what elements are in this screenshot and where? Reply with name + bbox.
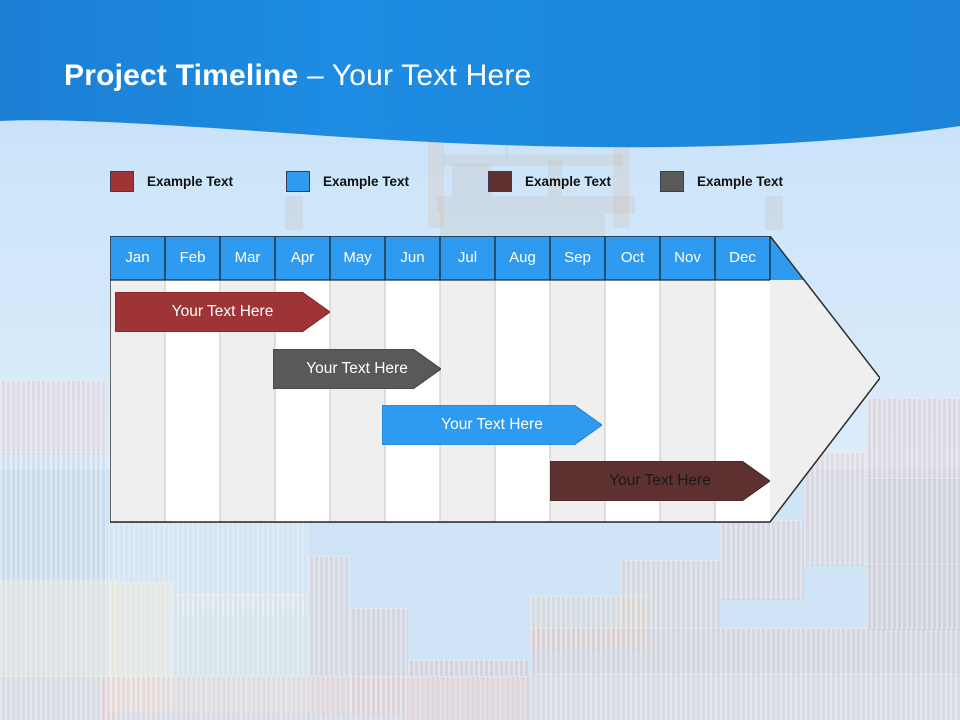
container-stack-19 [530,628,960,676]
container-stack-4 [0,676,118,720]
task-bar-2-shape [273,349,441,389]
legend-swatch-maroon [488,170,512,192]
page-title: Project Timeline – Your Text Here [64,59,531,93]
crane-lower-hull [440,214,605,236]
legend-swatch-blue [286,170,310,192]
legend-label-1: Example Text [147,173,234,189]
legend-item-2[interactable]: Example Text [286,168,409,194]
container-stack-21 [866,564,960,630]
legend-label-4: Example Text [697,173,784,189]
banner-shape [0,0,960,148]
legend-swatch-brick-red [110,170,134,192]
crane-foot-right [765,196,783,230]
legend-item-3[interactable]: Example Text [488,168,611,194]
task-bar-1-shape [115,292,330,332]
legend-swatch-gray [660,170,684,192]
header-banner: Project Timeline – Your Text Here [0,0,960,152]
task-bar-1[interactable]: Your Text Here [115,292,330,332]
container-stack-12 [100,676,530,720]
task-bar-2[interactable]: Your Text Here [273,349,441,389]
page-title-rest: – Your Text Here [298,59,532,92]
crane-box [452,164,492,196]
crane-platform [443,154,623,166]
legend-item-1[interactable]: Example Text [110,168,233,194]
crane-mast-left [428,124,444,228]
legend-item-4[interactable]: Example Text [660,168,783,194]
container-stack-15 [804,452,866,566]
legend: Example Text Example Text Example Text E… [0,168,960,196]
container-stack-14 [866,478,960,566]
container-stack-1 [0,380,106,454]
crane-beam [437,196,635,214]
container-stack-2 [0,452,106,582]
crane-foot-left [285,196,303,230]
timeline-chart: Jan Feb Mar Apr May Jun Jul Aug Sep Oct … [110,236,880,524]
legend-label-2: Example Text [323,173,410,189]
task-bar-4-shape [550,461,770,501]
crane-cabin [548,160,562,196]
crane-mast-right [613,124,629,228]
legend-label-3: Example Text [525,173,612,189]
container-stack-20 [530,674,960,720]
task-bar-3-shape [382,405,602,445]
container-stack-16 [720,520,804,600]
container-stack-13 [866,398,960,480]
container-stack-3 [0,580,118,678]
page-title-bold: Project Timeline [64,59,299,92]
task-bar-3[interactable]: Your Text Here [382,405,602,445]
task-bar-4[interactable]: Your Text Here [550,461,770,501]
